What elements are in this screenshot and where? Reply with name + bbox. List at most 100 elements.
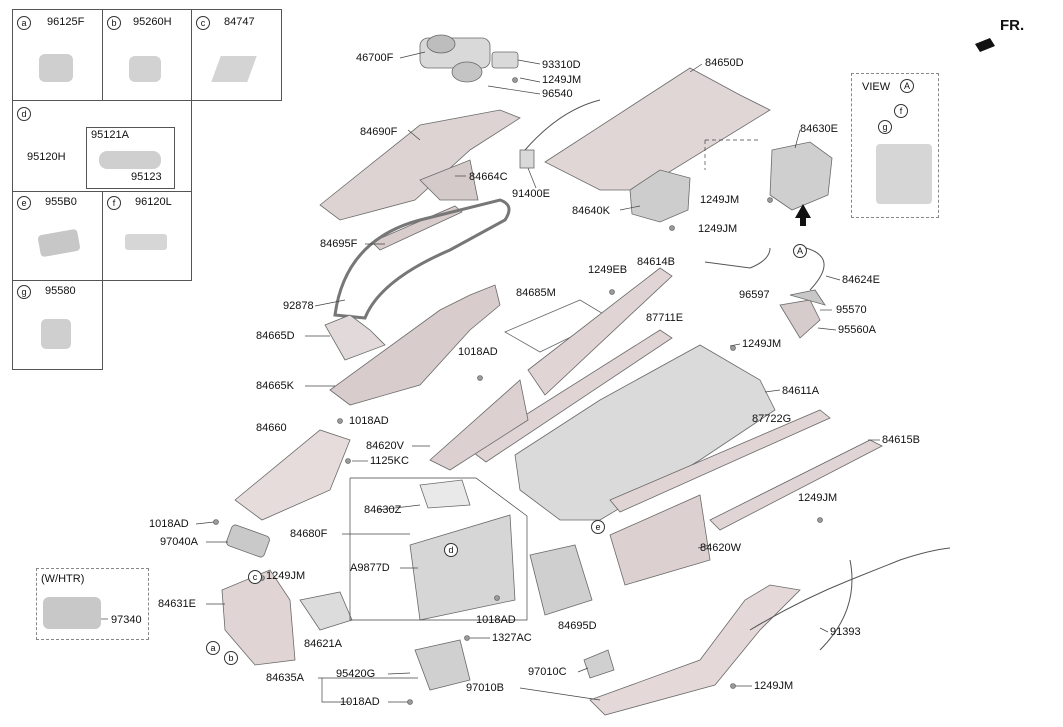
legend-image-a bbox=[39, 54, 73, 82]
callout-46700F: 46700F bbox=[356, 52, 394, 64]
part-91400E bbox=[519, 149, 535, 169]
legend-letter-c: c bbox=[196, 16, 210, 30]
legend-letter-a: a bbox=[17, 16, 31, 30]
legend-image-f bbox=[125, 234, 167, 250]
view-a-title: VIEW bbox=[862, 81, 891, 93]
part-87711E bbox=[469, 329, 673, 463]
legend-part-d-sub1: 95121A bbox=[91, 129, 129, 141]
part-84660 bbox=[234, 429, 351, 521]
wire-96597 bbox=[704, 247, 771, 269]
part-84631E bbox=[221, 569, 296, 666]
circle-b: b bbox=[224, 651, 238, 665]
legend-image-g bbox=[41, 319, 71, 349]
circle-e: e bbox=[591, 520, 605, 534]
part-84695D bbox=[529, 544, 593, 616]
legend-cell-e: e 955B0 bbox=[12, 191, 103, 281]
part-95570 bbox=[789, 289, 826, 306]
legend-cell-g: g 95580 bbox=[12, 280, 103, 370]
part-87722G bbox=[609, 409, 831, 513]
callout-1018AD-d: 1018AD bbox=[476, 614, 516, 626]
callout-84635A: 84635A bbox=[266, 672, 304, 684]
callout-1249JM-b: 1249JM bbox=[700, 194, 740, 206]
legend-cell-a: a 96125F bbox=[12, 9, 103, 101]
callout-84660: 84660 bbox=[256, 422, 287, 434]
part-84650D bbox=[544, 67, 771, 191]
callout-91393: 91393 bbox=[830, 626, 861, 638]
wire-91400E bbox=[524, 99, 601, 151]
callout-93310D: 93310D bbox=[542, 59, 581, 71]
callout-1327AC: 1327AC bbox=[492, 632, 532, 644]
legend-letter-d: d bbox=[17, 107, 31, 121]
callout-84680F: 84680F bbox=[290, 528, 328, 540]
view-a-box: VIEW A g f bbox=[851, 73, 939, 218]
callout-95420G: 95420G bbox=[336, 668, 376, 680]
callout-91400E: 91400E bbox=[512, 188, 550, 200]
callout-1249JM-f: 1249JM bbox=[266, 570, 306, 582]
part-84614B bbox=[527, 267, 673, 396]
callout-84640K: 84640K bbox=[572, 205, 610, 217]
callout-84690F: 84690F bbox=[360, 126, 398, 138]
view-a-circle-g: g bbox=[878, 120, 892, 134]
part-95560A bbox=[779, 299, 821, 339]
callout-84650D: 84650D bbox=[705, 57, 744, 69]
part-97010B bbox=[589, 584, 801, 716]
w-htr-image bbox=[43, 597, 101, 629]
callout-97010B: 97010B bbox=[466, 682, 504, 694]
callout-84630E: 84630E bbox=[800, 123, 838, 135]
circle-a: a bbox=[206, 641, 220, 655]
wire-84624E bbox=[805, 247, 825, 291]
legend-cell-d: d 95120H 95121A 95123 bbox=[12, 100, 192, 192]
legend-d-subbox bbox=[86, 127, 175, 189]
callout-87711E: 87711E bbox=[646, 312, 684, 324]
legend-letter-b: b bbox=[107, 16, 121, 30]
legend-image-b bbox=[129, 56, 161, 82]
callout-1018AD-b: 1018AD bbox=[349, 415, 389, 427]
part-84615B bbox=[709, 439, 883, 531]
view-a-circle: A bbox=[900, 79, 914, 93]
part-97040A bbox=[226, 524, 270, 558]
part-84690F bbox=[319, 109, 521, 221]
part-46700F bbox=[419, 34, 491, 83]
part-84680F bbox=[409, 514, 516, 621]
legend-part-a: 96125F bbox=[47, 16, 85, 28]
part-84664C bbox=[419, 159, 479, 201]
callout-1018AD-a: 1018AD bbox=[458, 346, 498, 358]
legend-part-c: 84747 bbox=[224, 16, 255, 28]
part-84621A bbox=[299, 591, 353, 631]
legend-part-b: 95260H bbox=[133, 16, 172, 28]
callout-1018AD-e: 1018AD bbox=[340, 696, 380, 708]
callout-1249JM-g: 1249JM bbox=[754, 680, 794, 692]
callout-87722G: 87722G bbox=[752, 413, 792, 425]
legend-cell-c: c 84747 bbox=[191, 9, 282, 101]
wire-91393-b bbox=[819, 559, 853, 651]
callout-84615B: 84615B bbox=[882, 434, 920, 446]
callout-1125KC: 1125KC bbox=[370, 455, 409, 467]
part-84620V bbox=[429, 379, 529, 471]
callout-1249JM-c: 1249JM bbox=[698, 223, 738, 235]
callout-84611A: 84611A bbox=[782, 385, 820, 397]
callout-84620V: 84620V bbox=[366, 440, 404, 452]
legend-image-d bbox=[99, 151, 161, 169]
callout-84621A: 84621A bbox=[304, 638, 342, 650]
callout-84614B: 84614B bbox=[637, 256, 675, 268]
callout-95570: 95570 bbox=[836, 304, 867, 316]
legend-letter-e: e bbox=[17, 196, 31, 210]
callout-1249JM-e: 1249JM bbox=[798, 492, 838, 504]
circle-c: c bbox=[248, 570, 262, 584]
part-84611A bbox=[514, 344, 776, 521]
view-a-arrow-icon bbox=[795, 204, 811, 226]
legend-part-g: 95580 bbox=[45, 285, 76, 297]
circle-d: d bbox=[444, 543, 458, 557]
callout-1249EB: 1249EB bbox=[588, 264, 628, 276]
w-htr-part: 97340 bbox=[111, 614, 142, 626]
part-84665D bbox=[324, 314, 386, 361]
legend-cell-b: b 95260H bbox=[102, 9, 192, 101]
legend-cell-f: f 96120L bbox=[102, 191, 192, 281]
callout-84695F: 84695F bbox=[320, 238, 358, 250]
callout-84695D: 84695D bbox=[558, 620, 597, 632]
fr-label: FR. bbox=[1000, 17, 1025, 34]
wire-91393 bbox=[749, 547, 951, 631]
view-a-image bbox=[876, 144, 932, 204]
view-a-circle-f: f bbox=[894, 104, 908, 118]
